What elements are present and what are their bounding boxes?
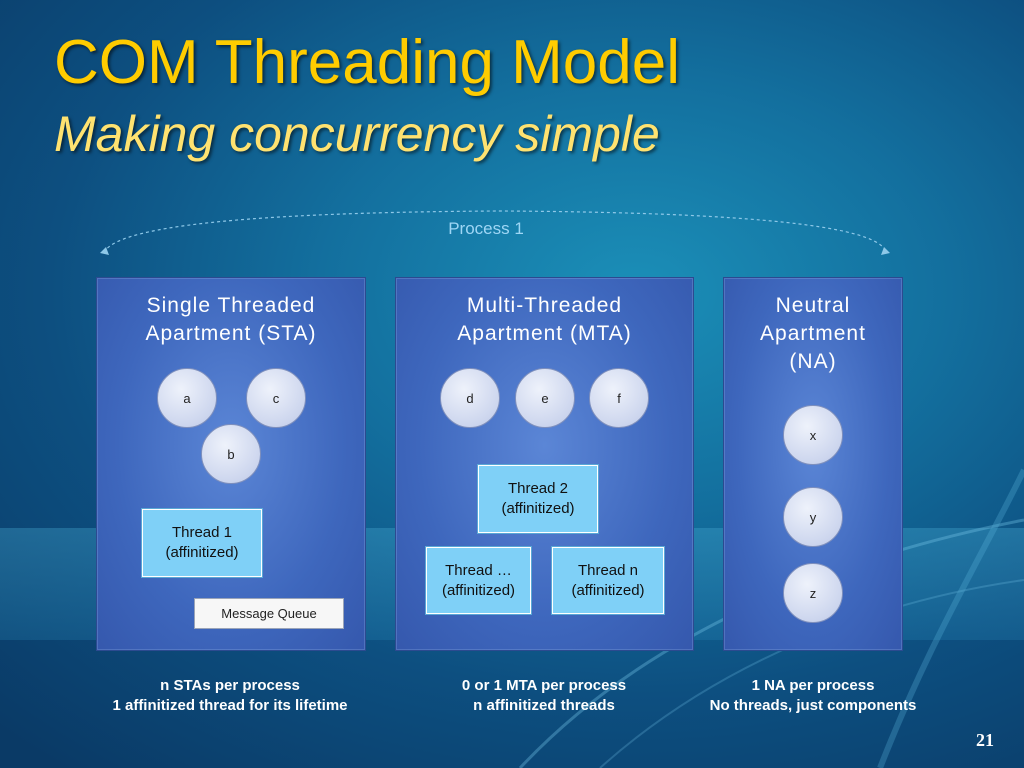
mta-thread-ellipsis[interactable]: Thread … (affinitized)	[426, 547, 531, 614]
na-caption-line-2: No threads, just components	[709, 697, 917, 714]
sta-caption-line-2: 1 affinitized thread for its lifetime	[112, 697, 348, 714]
na-title: Neutral Apartment (NA)	[760, 294, 866, 373]
mta-apartment: Multi-Threaded Apartment (MTA) d e f Thr…	[395, 277, 694, 651]
mta-caption: 0 or 1 MTA per process n affinitized thr…	[400, 676, 688, 716]
component-e[interactable]: e	[515, 368, 575, 428]
sta-title: Single Threaded Apartment (STA)	[145, 294, 317, 345]
process-boundary-arc	[100, 210, 890, 255]
sta-apartment: Single Threaded Apartment (STA) a c b Th…	[96, 277, 366, 651]
sta-caption-line-1: n STAs per process	[160, 677, 300, 694]
mta-thread-2[interactable]: Thread 2 (affinitized)	[478, 465, 598, 533]
mta-title: Multi-Threaded Apartment (MTA)	[457, 294, 632, 345]
na-caption-line-1: 1 NA per process	[751, 677, 875, 694]
component-a[interactable]: a	[157, 368, 217, 428]
slide-title: COM Threading Model	[54, 28, 681, 97]
mta-thread-n[interactable]: Thread n (affinitized)	[552, 547, 664, 614]
component-x[interactable]: x	[783, 405, 843, 465]
sta-thread-1[interactable]: Thread 1 (affinitized)	[142, 509, 262, 577]
page-number: 21	[976, 730, 994, 750]
sta-caption: n STAs per process 1 affinitized thread …	[80, 676, 380, 716]
mta-caption-line-1: 0 or 1 MTA per process	[461, 677, 627, 694]
component-z[interactable]: z	[783, 563, 843, 623]
na-caption: 1 NA per process No threads, just compon…	[683, 676, 943, 716]
message-queue[interactable]: Message Queue	[194, 598, 344, 629]
component-d[interactable]: d	[440, 368, 500, 428]
component-c[interactable]: c	[246, 368, 306, 428]
process-label: Process 1	[448, 219, 524, 238]
component-y[interactable]: y	[783, 487, 843, 547]
na-apartment: Neutral Apartment (NA) x y z	[723, 277, 903, 651]
component-b[interactable]: b	[201, 424, 261, 484]
component-f[interactable]: f	[589, 368, 649, 428]
mta-caption-line-2: n affinitized threads	[473, 697, 615, 714]
slide-subtitle: Making concurrency simple	[54, 106, 660, 162]
